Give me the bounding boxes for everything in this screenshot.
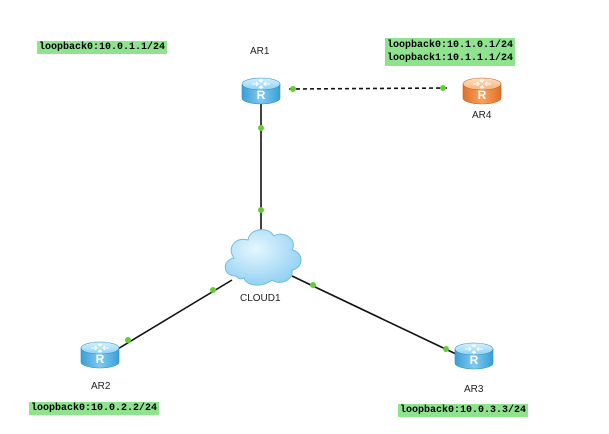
port-dot bbox=[125, 337, 131, 343]
loopback-tag-ar2: loopback0:10.0.2.2/24 bbox=[29, 402, 160, 415]
link-endpoint-dots bbox=[125, 85, 449, 352]
port-dot bbox=[290, 86, 296, 92]
cloud1-icon[interactable] bbox=[224, 229, 302, 286]
device-label-ar2: AR2 bbox=[91, 381, 111, 392]
link-ar1-ar4[interactable] bbox=[288, 87, 449, 90]
port-dot bbox=[210, 287, 216, 293]
loopback-tag-ar3: loopback0:10.0.3.3/24 bbox=[398, 404, 529, 417]
port-dot bbox=[258, 207, 264, 213]
loopback-address: loopback0:10.0.1.1/24 bbox=[39, 42, 166, 53]
link-cloud1-ar3[interactable] bbox=[291, 275, 457, 355]
port-dot bbox=[258, 125, 264, 131]
loopback-tag-ar4: loopback0:10.1.0.1/24 loopback1:10.1.1.1… bbox=[385, 38, 516, 66]
port-dot bbox=[310, 282, 316, 288]
loopback-tag-ar1: loopback0:10.0.1.1/24 bbox=[37, 41, 168, 54]
loopback-address: loopback0:10.1.0.1/24 bbox=[387, 40, 514, 51]
router-ar3-icon[interactable] bbox=[454, 342, 494, 370]
device-label-ar4: AR4 bbox=[472, 110, 492, 121]
router-ar1-icon[interactable] bbox=[241, 77, 281, 105]
router-ar4-icon[interactable] bbox=[462, 77, 502, 105]
device-label-ar3: AR3 bbox=[464, 384, 484, 395]
port-dot bbox=[443, 346, 449, 352]
loopback-address: loopback1:10.1.1.1/24 bbox=[387, 53, 514, 64]
loopback-address: loopback0:10.0.2.2/24 bbox=[31, 403, 158, 414]
router-ar2-icon[interactable] bbox=[80, 341, 120, 369]
device-label-cloud1: CLOUD1 bbox=[240, 293, 281, 304]
device-label-ar1: AR1 bbox=[250, 46, 270, 57]
loopback-address: loopback0:10.0.3.3/24 bbox=[400, 405, 527, 416]
port-dot bbox=[440, 85, 446, 91]
